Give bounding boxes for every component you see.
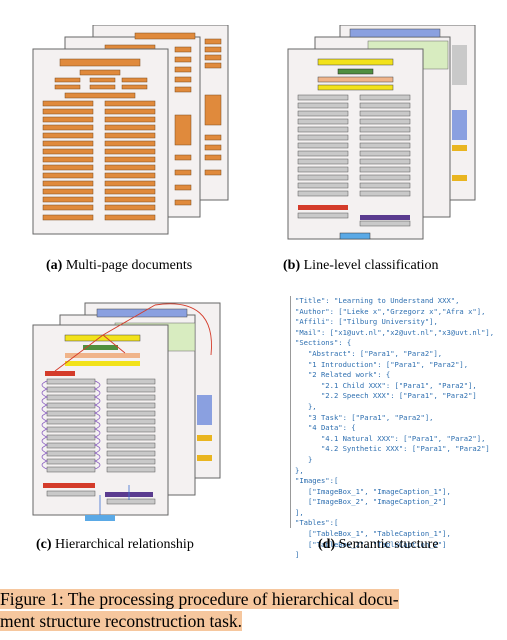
figure-caption: Figure 1: The processing procedure of hi… (0, 588, 507, 632)
json-line: ["ImageBox_2", "ImageCaption_2"] (295, 497, 447, 507)
json-line: ["TableBox_1", "TableCaption_1"], (295, 529, 451, 539)
json-line: }, (295, 465, 304, 475)
json-line: "3 Task": ["Para1", "Para2"], (295, 412, 434, 422)
json-line: ["ImageBox_1", "ImageCaption_1"], (295, 486, 451, 496)
caption-b-text: Line-level classification (303, 258, 439, 273)
caption-b-label: (b) (283, 258, 301, 273)
json-line: "4.2 Synthetic XXX": ["Para1", "Para2"] (295, 444, 490, 454)
json-line: "Mail": ["x1@uvt.nl","x2@uvt.nl","x3@uvt… (295, 327, 495, 337)
json-line: "4 Data": { (295, 423, 356, 433)
caption-a: (a) Multi-page documents (46, 258, 192, 274)
json-line: "2.2 Speech XXX": ["Para1", "Para2"] (295, 391, 477, 401)
json-line: "Abstract": ["Para1", "Para2"], (295, 348, 443, 358)
json-line: ] (295, 550, 300, 560)
json-line: "Tables":[ (295, 518, 339, 528)
json-line: "Title": "Learning to Understand XXX", (295, 296, 460, 305)
figure-caption-line2: ment structure reconstruction task. (0, 611, 243, 631)
json-line: }, (295, 401, 317, 411)
json-line: ], (295, 507, 304, 517)
json-line: "2 Related work": { (295, 370, 391, 380)
caption-c: (c) Hierarchical relationship (36, 537, 194, 553)
caption-d: (d) Semantic stucture (318, 537, 439, 553)
json-line: } (295, 454, 313, 464)
panel-b-line-level-classification (287, 25, 476, 240)
caption-d-text: Semantic stucture (338, 537, 439, 552)
json-line: "Images":[ (295, 476, 339, 486)
panel-c-hierarchical-relationship (32, 302, 221, 521)
json-line: ["TableBox_2", "TableCaption_2"] (295, 539, 447, 549)
panel-a-multipage-documents (32, 25, 229, 235)
json-line: "2.1 Child XXX": ["Para1", "Para2"], (295, 380, 477, 390)
caption-b: (b) Line-level classification (283, 258, 439, 274)
json-line: "Author": ["Lieke x","Grzegorz x","Afra … (295, 306, 486, 316)
caption-c-label: (c) (36, 537, 52, 552)
json-line: "4.1 Natural XXX": ["Para1", "Para2"], (295, 433, 486, 443)
caption-c-text: Hierarchical relationship (55, 537, 194, 552)
caption-a-label: (a) (46, 258, 63, 273)
json-line: "1 Introduction": ["Para1", "Para2"], (295, 359, 469, 369)
figure-caption-line1: Figure 1: The processing procedure of hi… (0, 589, 399, 609)
caption-a-text: Multi-page documents (65, 258, 193, 273)
json-line: "Sections": { (295, 338, 352, 348)
caption-d-label: (d) (318, 537, 336, 552)
json-line: "Affili": ["Tilburg University"], (295, 317, 438, 327)
panel-d-semantic-structure-json: "Title": "Learning to Understand XXX","A… (290, 296, 497, 559)
